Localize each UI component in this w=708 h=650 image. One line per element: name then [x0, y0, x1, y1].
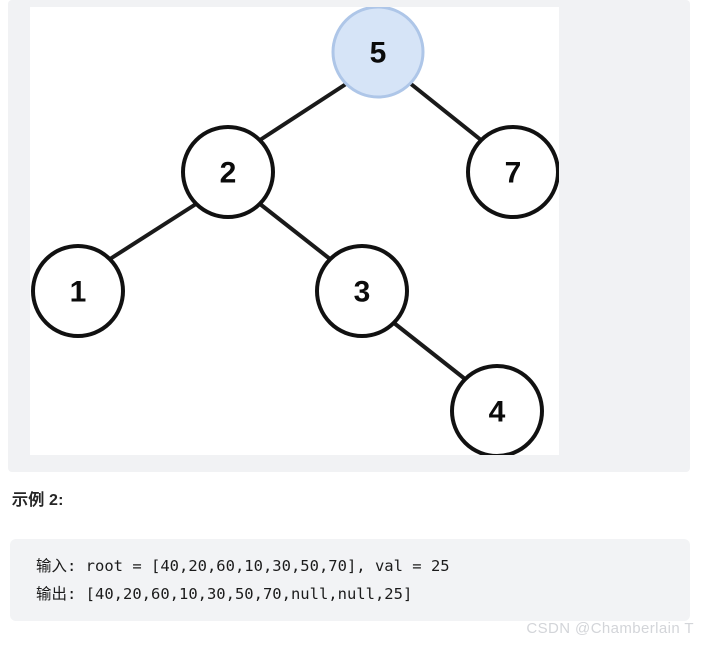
- example-code-block: 输入: root = [40,20,60,10,30,50,70], val =…: [10, 539, 690, 621]
- tree-node-1[interactable]: 1: [31, 244, 125, 338]
- csdn-watermark: CSDN @Chamberlain T: [526, 620, 694, 637]
- edge-5-7: [409, 82, 483, 142]
- node-circle-5[interactable]: [331, 7, 425, 99]
- node-circle-7[interactable]: [466, 125, 559, 219]
- edge-5-2: [258, 82, 348, 142]
- tree-node-2[interactable]: 2: [181, 125, 275, 219]
- edge-2-3: [258, 202, 332, 261]
- code-line-input: 输入: root = [40,20,60,10,30,50,70], val =…: [36, 557, 450, 575]
- tree-diagram-canvas: 5 2 7 1 3 4: [30, 7, 559, 455]
- binary-tree-svg: 5 2 7 1 3 4: [31, 7, 559, 455]
- node-label-5: 5: [370, 37, 387, 70]
- tree-node-5[interactable]: 5: [331, 7, 425, 99]
- node-label-1: 1: [70, 276, 87, 309]
- node-circle-4[interactable]: [450, 364, 544, 455]
- tree-node-7[interactable]: 7: [466, 125, 559, 219]
- figure-card: 5 2 7 1 3 4: [8, 0, 690, 472]
- node-circle-3[interactable]: [315, 244, 409, 338]
- node-label-7: 7: [505, 157, 522, 190]
- node-circle-1[interactable]: [31, 244, 125, 338]
- node-label-4: 4: [489, 396, 506, 429]
- tree-node-4[interactable]: 4: [450, 364, 544, 455]
- edge-3-4: [392, 321, 467, 381]
- tree-node-3[interactable]: 3: [315, 244, 409, 338]
- node-label-3: 3: [354, 276, 371, 309]
- node-circle-2[interactable]: [181, 125, 275, 219]
- example-heading: 示例 2:: [12, 492, 64, 509]
- edge-2-1: [108, 202, 198, 261]
- tree-edges: [108, 82, 483, 381]
- node-label-2: 2: [220, 157, 237, 190]
- code-line-output: 输出: [40,20,60,10,30,50,70,null,null,25]: [36, 585, 413, 603]
